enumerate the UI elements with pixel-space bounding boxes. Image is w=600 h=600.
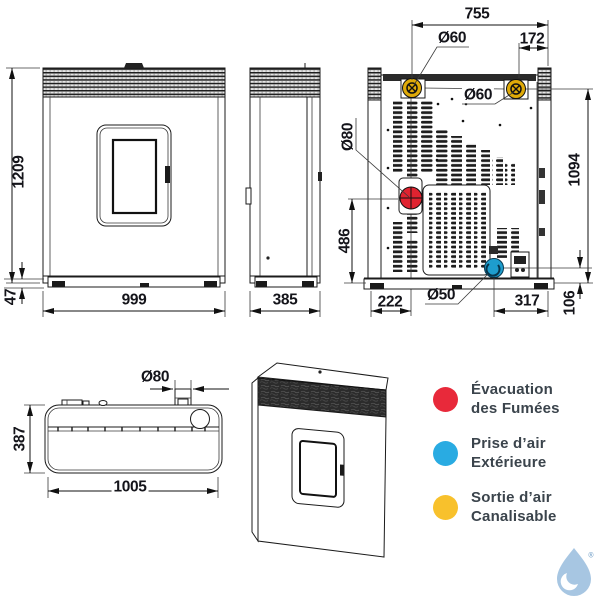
back-view-drawing [344, 20, 593, 317]
air-intake-dot [433, 440, 458, 466]
registered-trademark: ® [588, 552, 594, 560]
smoke-evacuation-dot [433, 386, 458, 412]
dim-back-offset-right: 172 [519, 30, 545, 48]
dim-back-duct-height: 1094 [566, 153, 584, 187]
dim-back-span: 755 [464, 5, 490, 23]
dim-side-depth: 385 [272, 291, 298, 309]
dim-top-width: 1005 [111, 478, 149, 496]
dim-back-smoke-height: 486 [336, 228, 354, 254]
flue-opening [190, 409, 210, 429]
dim-back-margin-left: 222 [377, 293, 403, 311]
ducted-air-dot [433, 494, 458, 520]
dim-front-base-height: 47 [2, 288, 20, 306]
dim-back-duct-left: Ø60 [437, 29, 467, 47]
side-view-drawing [245, 63, 322, 317]
door-window [111, 138, 158, 215]
dim-top-flue: Ø80 [140, 368, 170, 386]
front-view-drawing [4, 63, 226, 317]
power-socket [510, 251, 530, 278]
dim-back-air-intake: Ø50 [426, 286, 456, 304]
brand-logo [557, 548, 591, 596]
dim-back-air-height: 106 [561, 290, 579, 316]
dim-front-width: 999 [121, 291, 147, 309]
door-handle [165, 166, 170, 183]
dim-front-height: 1209 [10, 155, 28, 189]
dim-back-smoke-outlet: Ø80 [339, 122, 357, 152]
dim-top-depth: 387 [11, 426, 29, 452]
dim-back-duct-right: Ø60 [461, 86, 495, 104]
dim-back-margin-right: 317 [514, 292, 540, 310]
perspective-view-drawing [251, 362, 389, 558]
